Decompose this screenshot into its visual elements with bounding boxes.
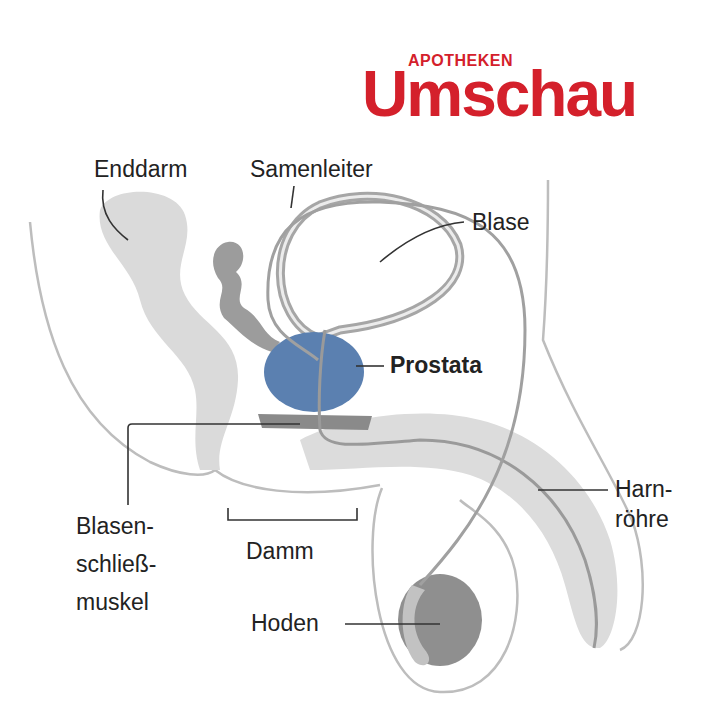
dimension-bracket	[228, 508, 357, 520]
part-label: Prostata	[390, 350, 530, 380]
part-label: Enddarm	[94, 154, 254, 184]
logo-word: Umschau	[362, 62, 702, 126]
leader-line	[103, 190, 128, 240]
leader-line	[291, 186, 294, 208]
sphincter-band	[258, 414, 372, 430]
scrotum-contour	[373, 488, 518, 692]
leader-line	[356, 365, 384, 367]
vas-deferens-line	[268, 202, 525, 585]
leader-line	[538, 489, 608, 491]
bladder-wall	[280, 196, 459, 338]
part-label: Damm	[246, 536, 346, 566]
testis-shape	[398, 574, 482, 666]
part-label: Harn- röhre	[615, 474, 677, 534]
part-label: Samenleiter	[250, 154, 430, 184]
prostate-shape	[264, 332, 364, 412]
part-label: Hoden	[251, 608, 346, 638]
part-label: Blasen- schließ- muskel	[76, 507, 171, 621]
seminal-vesicle	[213, 242, 280, 352]
perineum-contour	[215, 470, 380, 492]
urethra-line	[319, 330, 596, 648]
bladder-wall-inner	[280, 196, 459, 338]
leader-line	[345, 623, 440, 625]
part-label: Blase	[472, 207, 547, 237]
leader-line	[380, 222, 464, 262]
epididymis-shape	[403, 585, 430, 665]
leader-line	[128, 424, 300, 505]
